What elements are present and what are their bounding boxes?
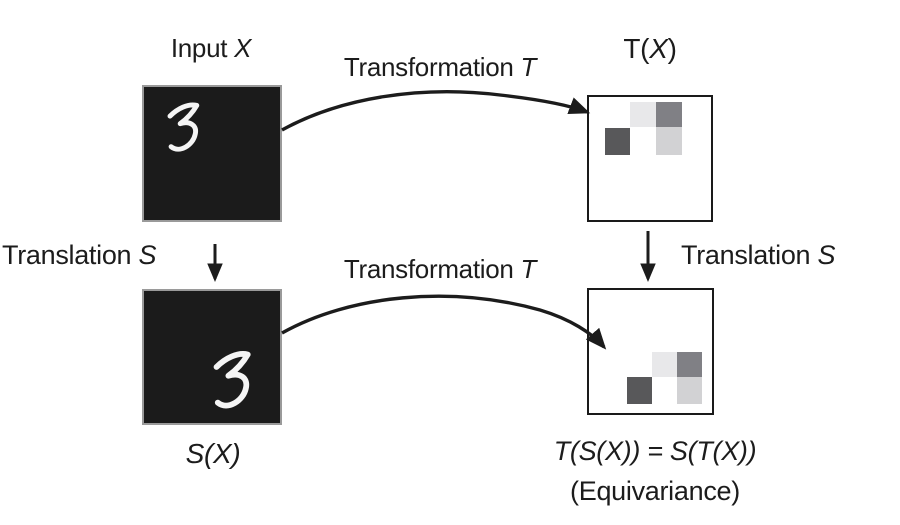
input-label-text: Input	[170, 33, 228, 63]
translation-s-left-label: Translation S	[2, 240, 156, 271]
feature-map-cell	[656, 127, 682, 155]
tx-label: T(X)	[587, 33, 713, 65]
feature-map-cell	[652, 352, 677, 377]
sx-image	[142, 289, 282, 425]
feature-map-cell	[656, 102, 682, 127]
input-label-var: X	[234, 33, 252, 63]
transformation-top-text: Transformation	[343, 52, 514, 82]
transformation-bottom-text: Transformation	[343, 254, 514, 284]
transformation-top-var: T	[520, 52, 537, 82]
translation-right-text: Translation	[681, 240, 811, 270]
transformation-bottom-var: T	[520, 254, 537, 284]
feature-map-cell	[677, 377, 702, 404]
equivariance-equation: T(S(X)) = S(T(X))	[553, 436, 757, 466]
sx-label: S(X)	[185, 438, 241, 469]
digit-3-glyph-shifted	[213, 351, 251, 409]
transformation-t-top-label: Transformation T	[300, 52, 580, 83]
transformation-t-top-arrow	[281, 90, 591, 132]
tx-feature-map	[587, 95, 713, 222]
input-x-label: Input X	[120, 33, 302, 64]
input-x-image	[142, 85, 282, 222]
translation-right-var: S	[817, 240, 836, 270]
feature-map-cell	[605, 128, 630, 155]
equivariance-caption: (Equivariance)	[570, 476, 740, 506]
translation-left-text: Translation	[2, 240, 132, 270]
feature-map-cell	[677, 352, 702, 377]
tx-label-var: X	[649, 33, 668, 64]
translation-s-right-label: Translation S	[681, 240, 835, 271]
transformation-t-bottom-arrow	[281, 294, 607, 350]
tx-label-suffix: )	[667, 33, 677, 64]
translation-left-var: S	[138, 240, 157, 270]
feature-map-cell	[630, 102, 656, 127]
feature-map-cell	[627, 377, 652, 404]
digit-3-glyph	[167, 102, 200, 152]
tsx-feature-map	[587, 288, 714, 415]
transformation-t-bottom-label: Transformation T	[300, 254, 580, 285]
tx-label-prefix: T(	[623, 33, 650, 64]
